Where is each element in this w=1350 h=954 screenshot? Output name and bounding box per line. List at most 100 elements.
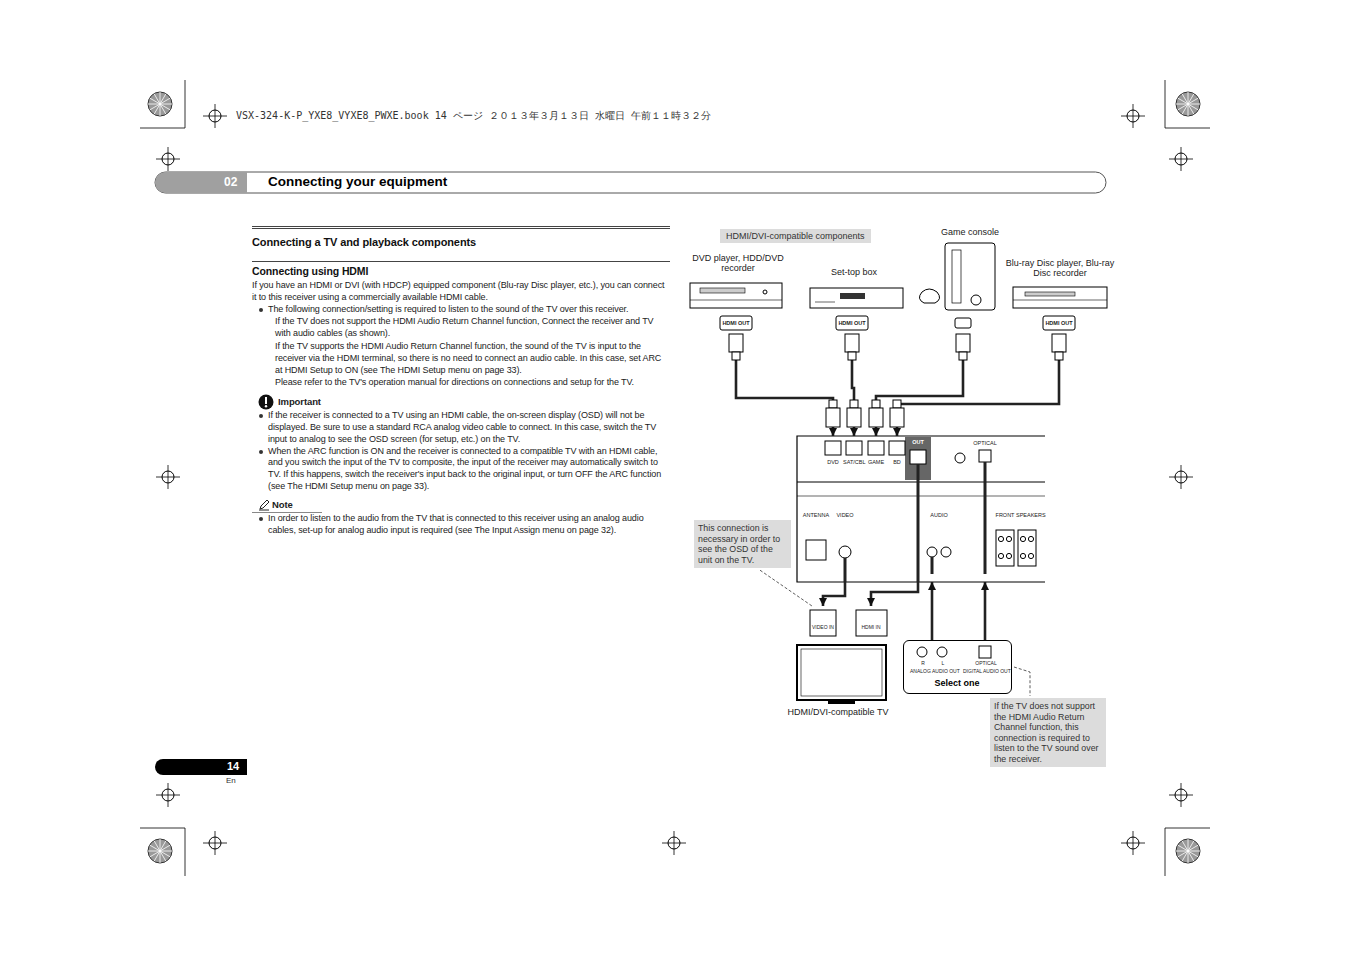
hdmi-plug: [826, 408, 840, 427]
reg-cross: [203, 831, 227, 855]
node-label: ANALOG AUDIO OUT: [910, 669, 956, 675]
dvd-player: [690, 283, 782, 308]
star-ray: [1188, 92, 1189, 104]
node-label: HDMI IN: [857, 625, 885, 631]
star-ray: [160, 104, 161, 116]
text-block: In order to listen to the audio from the…: [252, 513, 670, 537]
cable: [823, 582, 845, 606]
stb-line: [815, 302, 835, 303]
plug-relief: [829, 400, 837, 408]
notice-heading: Important: [278, 394, 670, 410]
panel-divider: [797, 482, 1045, 483]
speaker-screw: [998, 553, 1003, 558]
star-ray: [148, 851, 160, 852]
node-label: SPEAKERS: [1016, 512, 1044, 518]
crop-mark: [1165, 80, 1210, 128]
text-block: Important: [252, 394, 670, 410]
text-block: If you have an HDMI or DVI (with HDCP) e…: [252, 280, 670, 304]
hdmi-plug: [890, 408, 904, 427]
console-body: [945, 243, 995, 310]
node-label: Blu-ray Disc player, Blu-ray Disc record…: [1005, 258, 1115, 279]
node-label: BD: [888, 459, 906, 465]
hdmi-in-port: [846, 441, 862, 455]
cable: [871, 582, 918, 606]
cable: [984, 582, 987, 640]
coax-jack: [955, 453, 965, 463]
audio-cable-stub: [931, 557, 934, 574]
tv-hdmi-in: [856, 610, 887, 636]
tv: [797, 610, 887, 704]
text-block: Connecting a TV and playback components: [252, 226, 670, 249]
star-ray: [160, 851, 161, 863]
tv-stand: [828, 700, 855, 704]
plug-set: [729, 334, 1066, 427]
text-block: If the receiver is connected to a TV usi…: [252, 410, 670, 445]
callout-note: This connection is necessary in order to…: [694, 520, 791, 568]
tv-screen: [797, 645, 886, 700]
leader-line: [760, 570, 812, 606]
star-ray: [1188, 104, 1189, 116]
star-ray: [1188, 851, 1189, 863]
body-text: If the TV does not support the HDMI Audi…: [275, 316, 670, 340]
optical-cable-stub: [984, 462, 987, 574]
body-text: If the receiver is connected to a TV usi…: [268, 410, 670, 445]
text-block: Please refer to the TV's operation manua…: [252, 377, 670, 389]
reg-cross: [1169, 465, 1193, 489]
video-jack: [839, 546, 851, 558]
hdmi-out-sockets: [720, 316, 1075, 330]
crop-mark: [140, 828, 185, 876]
optical-port: [979, 646, 991, 658]
node-label: Game console: [930, 227, 1010, 237]
star-ray: [160, 845, 170, 851]
node-label: FRONT: [995, 512, 1015, 518]
node-label: VIDEO: [834, 512, 856, 518]
antenna-terminal: [806, 540, 826, 560]
bd-tray: [1025, 292, 1075, 296]
star-ray: [160, 104, 172, 105]
chapter-number: 02: [224, 175, 237, 189]
text-block: Connecting using HDMI: [252, 261, 670, 278]
speaker-block: [1018, 530, 1036, 566]
stb-body: [810, 288, 903, 308]
star-ray: [150, 851, 160, 857]
audio-jack: [917, 647, 927, 657]
text-column: Connecting a TV and playback componentsC…: [252, 226, 670, 536]
plug-relief: [1055, 352, 1063, 360]
speaker-screw: [998, 536, 1003, 541]
text-block: Note: [252, 498, 322, 513]
star-target: [1176, 839, 1200, 863]
audio-jack: [941, 547, 951, 557]
star-ray: [1178, 851, 1188, 857]
star-ray: [154, 841, 160, 851]
bd-line: [1013, 300, 1107, 301]
star-ray: [160, 92, 161, 104]
plug-group: [845, 462, 985, 582]
node-label: DVD player, HDD/DVD recorder: [692, 253, 784, 274]
star-ray: [148, 104, 160, 105]
set-top-box: [810, 288, 903, 308]
star-ray: [150, 104, 160, 110]
language-code: En: [226, 776, 236, 785]
reg-cross: [156, 783, 180, 807]
chapter-tab: [155, 172, 247, 193]
optical-port: [979, 450, 991, 462]
socket: [720, 316, 752, 330]
print-header: VSX-324-K-P_YXE8_VYXE8_PWXE.book 14 ページ …: [236, 109, 711, 123]
receiver-panel: [797, 436, 1045, 582]
cable: [897, 334, 1059, 436]
hdmi-plug: [729, 334, 743, 352]
speaker-screw: [1020, 536, 1025, 541]
hdmi-plug: [956, 334, 970, 352]
node-label: Set-top box: [814, 267, 894, 277]
speaker-block: [996, 530, 1014, 566]
section-heading: Connecting using HDMI: [252, 265, 670, 278]
node-label: L: [939, 661, 947, 667]
speaker-terminals: [996, 530, 1036, 566]
socket: [836, 316, 868, 330]
text-block: The following connection/setting is requ…: [252, 304, 670, 316]
node-label: AUDIO: [928, 512, 950, 518]
hdmi-plug: [1052, 334, 1066, 352]
game-console: [919, 243, 995, 310]
node-label: OUT: [907, 439, 929, 445]
